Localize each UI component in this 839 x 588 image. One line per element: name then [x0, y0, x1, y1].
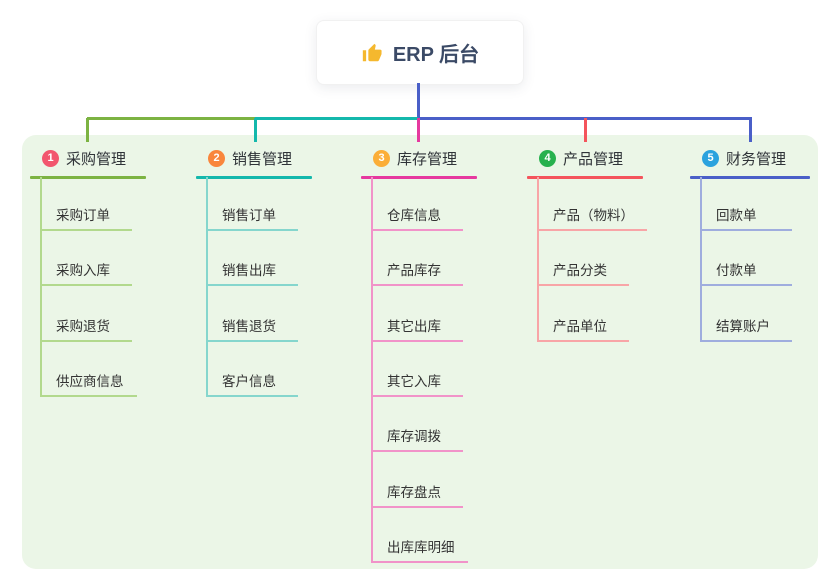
sub-rail-3 [371, 177, 373, 563]
sub-node[interactable]: 产品单位 [537, 315, 629, 342]
sub-node[interactable]: 采购退货 [40, 315, 132, 342]
branch-node-3[interactable]: 3 库存管理 [373, 147, 457, 169]
sub-rail-4 [537, 177, 539, 342]
sub-node[interactable]: 库存调拨 [371, 425, 463, 452]
branch-label-text: 销售管理 [232, 150, 293, 168]
sub-node[interactable]: 产品（物料） [537, 204, 647, 231]
sub-node[interactable]: 其它出库 [371, 315, 463, 342]
sub-rail-5 [700, 177, 702, 342]
sub-node[interactable]: 仓库信息 [371, 204, 463, 231]
sub-node[interactable]: 采购订单 [40, 204, 132, 231]
sub-node[interactable]: 产品分类 [537, 259, 629, 286]
branch-underline-5 [690, 176, 810, 179]
sub-node[interactable]: 销售出库 [206, 259, 298, 286]
branch-underline-3 [361, 176, 477, 179]
branch-label-text: 库存管理 [397, 150, 458, 168]
branches-panel [22, 135, 818, 569]
connector-drop-3 [417, 118, 420, 142]
sub-rail-2 [206, 177, 208, 397]
sub-node[interactable]: 出库库明细 [371, 536, 468, 563]
sub-node[interactable]: 采购入库 [40, 259, 132, 286]
sub-node[interactable]: 产品库存 [371, 259, 463, 286]
branch-label-text: 采购管理 [66, 150, 127, 168]
branch-node-2[interactable]: 2 销售管理 [208, 147, 292, 169]
branch-badge-3: 3 [373, 149, 390, 167]
thumbs-up-icon [361, 42, 383, 64]
sub-node[interactable]: 库存盘点 [371, 481, 463, 508]
sub-node[interactable]: 供应商信息 [40, 370, 137, 397]
sub-node[interactable]: 回款单 [700, 204, 792, 231]
branch-node-1[interactable]: 1 采购管理 [42, 147, 126, 169]
branch-badge-1: 1 [42, 149, 59, 167]
sub-node[interactable]: 销售退货 [206, 315, 298, 342]
connector-rail-mid [255, 117, 418, 120]
branch-badge-2: 2 [208, 149, 225, 167]
sub-node[interactable]: 结算账户 [700, 315, 792, 342]
branch-label-text: 产品管理 [563, 150, 624, 168]
connector-drop-4 [584, 118, 587, 142]
branch-node-4[interactable]: 4 产品管理 [539, 147, 623, 169]
branch-badge-4: 4 [539, 149, 556, 167]
branch-underline-1 [30, 176, 146, 179]
connector-drop-1 [86, 118, 89, 142]
connector-root-stem [417, 83, 420, 120]
root-node-erp[interactable]: ERP 后台 [316, 20, 524, 85]
branch-underline-4 [527, 176, 643, 179]
branch-badge-5: 5 [702, 149, 719, 167]
sub-node[interactable]: 其它入库 [371, 370, 463, 397]
connector-rail-left [87, 117, 255, 120]
connector-drop-2 [254, 118, 257, 142]
branch-node-5[interactable]: 5 财务管理 [702, 147, 786, 169]
sub-node[interactable]: 销售订单 [206, 204, 298, 231]
root-node-label: ERP 后台 [392, 44, 480, 66]
branch-underline-2 [196, 176, 312, 179]
sub-rail-1 [40, 177, 42, 397]
branch-label-text: 财务管理 [726, 150, 787, 168]
connector-drop-5 [749, 118, 752, 142]
sub-node[interactable]: 客户信息 [206, 370, 298, 397]
sub-node[interactable]: 付款单 [700, 259, 792, 286]
